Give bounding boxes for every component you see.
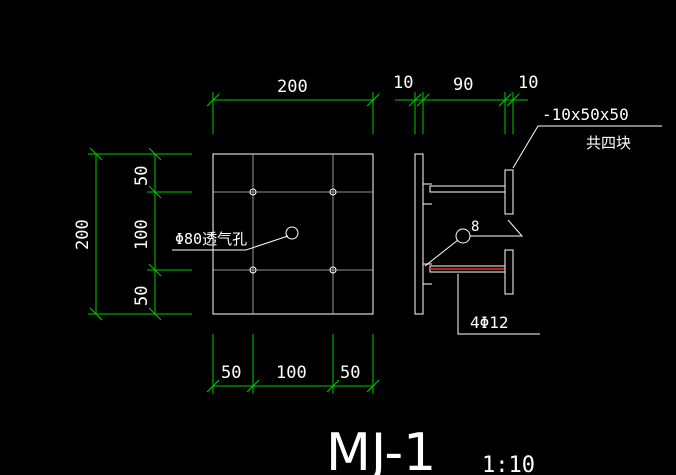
vent-hole [285,226,299,240]
dim-label: 50 [132,286,152,306]
drawing-scale: 1:10 [482,453,535,475]
weld-symbol-circle [455,228,471,244]
plan-bottom-dimension: 50 100 50 [206,334,380,394]
anchor-point [329,188,337,196]
rebar-note: 4Φ12 [470,313,509,332]
dim-label: 10 [393,73,413,93]
dim-label: 100 [132,219,152,250]
drawing-title: MJ-1 [326,423,436,475]
hole-leader-line [172,235,289,251]
plate-note-leader [512,125,662,169]
plate-note-sub: 共四块 [586,134,631,152]
hole-label: Φ80透气孔 [175,230,247,248]
anchor-point [249,188,257,196]
plan-left-dimension: 200 50 100 50 [73,147,192,321]
weld-ref-line [470,219,524,237]
anchor-point [249,266,257,274]
dim-label: 50 [221,363,241,383]
section-plate [414,153,424,315]
dim-label: 200 [277,77,308,97]
weld-leader [424,239,459,267]
rebar-upper [429,185,506,193]
weld-size: 8 [471,219,479,235]
plate-note: -10x50x50 [542,105,629,124]
section-view: 10 90 10 -10x50x50 共四块 8 4Φ12 [393,73,662,335]
plan-view: Φ80透气孔 200 200 50 100 5 [73,77,380,394]
section-top-dimension: 10 90 10 [393,73,538,134]
end-plate-upper [504,169,514,215]
plan-top-dimension: 200 [206,77,380,134]
anchor-point [329,266,337,274]
end-plate-lower [504,249,514,295]
dim-label: 10 [518,73,538,93]
dim-label: 100 [276,363,307,383]
dim-label: 50 [132,166,152,186]
rebar-note-leader [457,274,540,335]
dim-label: 50 [340,363,360,383]
dim-label: 90 [453,75,473,95]
plate-outline [212,153,374,315]
dim-label: 200 [73,219,93,250]
